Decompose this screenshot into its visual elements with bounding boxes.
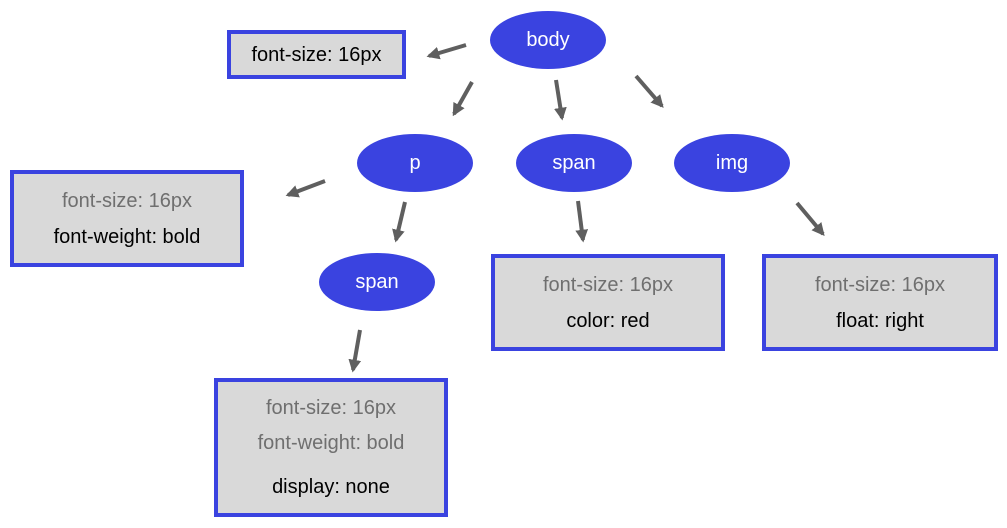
style-line-own: display: none <box>272 476 390 498</box>
style-line-own: font-size: 16px <box>251 43 382 66</box>
style-line-inherited: font-size: 16px <box>542 273 674 296</box>
arrow-p-span-to-style <box>348 329 362 373</box>
style-line-inherited: font-weight: bold <box>257 432 405 454</box>
style-line-inherited: font-size: 16px <box>814 273 946 296</box>
style-box-p: font-size: 16px font-weight: bold <box>10 170 244 267</box>
arrow-body-to-p <box>452 81 474 117</box>
arrow-body-to-img <box>634 74 664 108</box>
style-box-img: font-size: 16px float: right <box>762 254 998 351</box>
style-line-inherited: font-size: 16px <box>61 189 193 212</box>
style-box-span: font-size: 16px color: red <box>491 254 725 351</box>
arrow-p-to-style <box>285 179 326 198</box>
node-img: img <box>674 134 790 192</box>
node-p-span: span <box>319 253 435 311</box>
arrow-body-to-span <box>554 79 567 121</box>
style-line-inherited: font-size: 16px <box>265 397 397 419</box>
node-span: span <box>516 134 632 192</box>
style-line-own: font-weight: bold <box>53 225 201 248</box>
arrow-span-to-style <box>575 200 589 243</box>
arrow-body-to-style <box>426 43 467 60</box>
node-p: p <box>357 134 473 192</box>
style-box-body: font-size: 16px <box>227 30 406 79</box>
style-line-own: float: right <box>836 309 924 332</box>
style-line-own: color: red <box>566 309 650 332</box>
arrow-img-to-style <box>795 201 825 236</box>
style-box-p-span: font-size: 16px font-weight: bold displa… <box>214 378 448 517</box>
arrow-p-to-span <box>392 201 407 243</box>
node-body: body <box>490 11 606 69</box>
